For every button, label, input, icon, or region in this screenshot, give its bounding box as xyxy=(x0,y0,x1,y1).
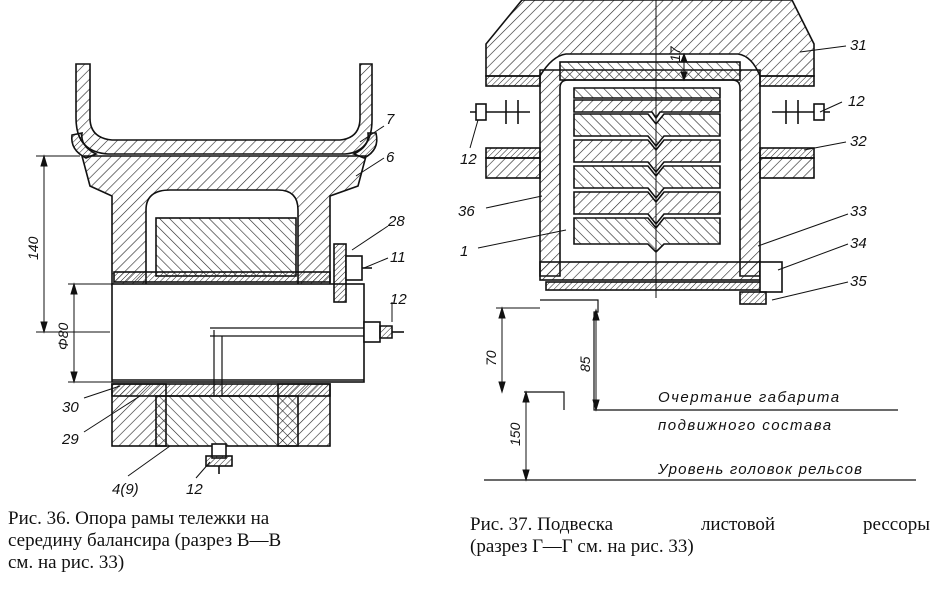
label-6: 6 xyxy=(386,149,395,166)
label-36: 36 xyxy=(458,203,475,220)
bottom-plate xyxy=(539,261,761,281)
bolt-plate xyxy=(333,243,372,303)
label-1: 1 xyxy=(460,243,468,260)
label-12-right: 12 xyxy=(390,291,407,308)
label-4-9: 4(9) xyxy=(112,481,139,498)
support-body xyxy=(80,155,368,286)
label-28: 28 xyxy=(387,213,405,230)
note-gauge-line1: Очертание габарита xyxy=(658,389,841,406)
dim-80 xyxy=(68,282,112,384)
dim-150-label: 150 xyxy=(507,422,523,446)
note-gauge-line2: подвижного состава xyxy=(658,417,833,434)
weld-right xyxy=(352,132,378,159)
dim-lines-37 xyxy=(496,52,688,482)
plate-top-left xyxy=(485,75,541,87)
label-12-right-37: 12 xyxy=(848,93,865,110)
inner-block xyxy=(155,217,297,277)
shaft xyxy=(111,283,365,383)
caption-37-part-a: Рис. 37. Подвеска xyxy=(470,514,614,535)
dim-17-label: 17 xyxy=(667,45,683,62)
caption-figure-37: Рис. 37. Подвеска листовой рессоры (разр… xyxy=(470,514,930,558)
label-32: 32 xyxy=(850,133,867,150)
caption-37-part-c: рессоры xyxy=(862,514,930,535)
caption-36-line-3: см. на рис. 33) xyxy=(8,552,125,573)
liner xyxy=(559,61,741,81)
balancer-block xyxy=(155,395,299,447)
bolt-left xyxy=(470,100,530,124)
plate-top-right xyxy=(759,75,815,87)
caption-37-part-b: листовой xyxy=(700,514,776,535)
caption-37-line-2: (разрез Г—Г см. на рис. 33) xyxy=(470,536,694,557)
bolt-right xyxy=(772,100,830,124)
label-33: 33 xyxy=(850,203,867,220)
bottom-strip xyxy=(545,281,779,291)
caption-36-line-2: середину балансира (разрез В—В xyxy=(8,530,282,551)
caption-36-line-1: Рис. 36. Опора рамы тележки на xyxy=(8,508,270,529)
plate-mid-left xyxy=(485,147,541,159)
label-12-bottom: 12 xyxy=(186,481,203,498)
dim-140-label: 140 xyxy=(25,236,41,260)
oil-channel xyxy=(210,327,366,396)
dim-85-label: 85 xyxy=(577,356,593,372)
label-31: 31 xyxy=(850,37,867,54)
bolt-34 xyxy=(739,261,783,305)
dim-140 xyxy=(36,154,110,334)
plate-strip xyxy=(113,271,331,283)
weld-left xyxy=(70,131,98,159)
label-11: 11 xyxy=(390,249,406,266)
lower-block-left xyxy=(485,157,541,179)
caption-figure-36: Рис. 36. Опора рамы тележки на середину … xyxy=(8,508,408,574)
figure-36-drawing xyxy=(36,63,404,479)
leaders-37 xyxy=(469,45,849,301)
note-rail-level: Уровень головок рельсов xyxy=(657,461,863,478)
caption-37-line-1: Рис. 37. Подвеска листовой рессоры xyxy=(470,514,930,536)
label-34: 34 xyxy=(850,235,867,252)
lower-block-right xyxy=(759,157,815,179)
figure-37-drawing xyxy=(469,0,916,482)
leaf-spring xyxy=(573,87,721,254)
label-12-left-37: 12 xyxy=(460,151,477,168)
label-7: 7 xyxy=(386,111,395,128)
dim-80-label: Φ80 xyxy=(55,322,71,350)
frame-channel xyxy=(75,63,373,155)
dim-70-label: 70 xyxy=(483,350,499,366)
label-30: 30 xyxy=(62,399,79,416)
grease-nipple-right xyxy=(363,321,404,343)
grease-nipple-bottom xyxy=(205,443,233,474)
label-29: 29 xyxy=(61,431,79,448)
label-35: 35 xyxy=(850,273,867,290)
leaders-36 xyxy=(83,125,393,479)
